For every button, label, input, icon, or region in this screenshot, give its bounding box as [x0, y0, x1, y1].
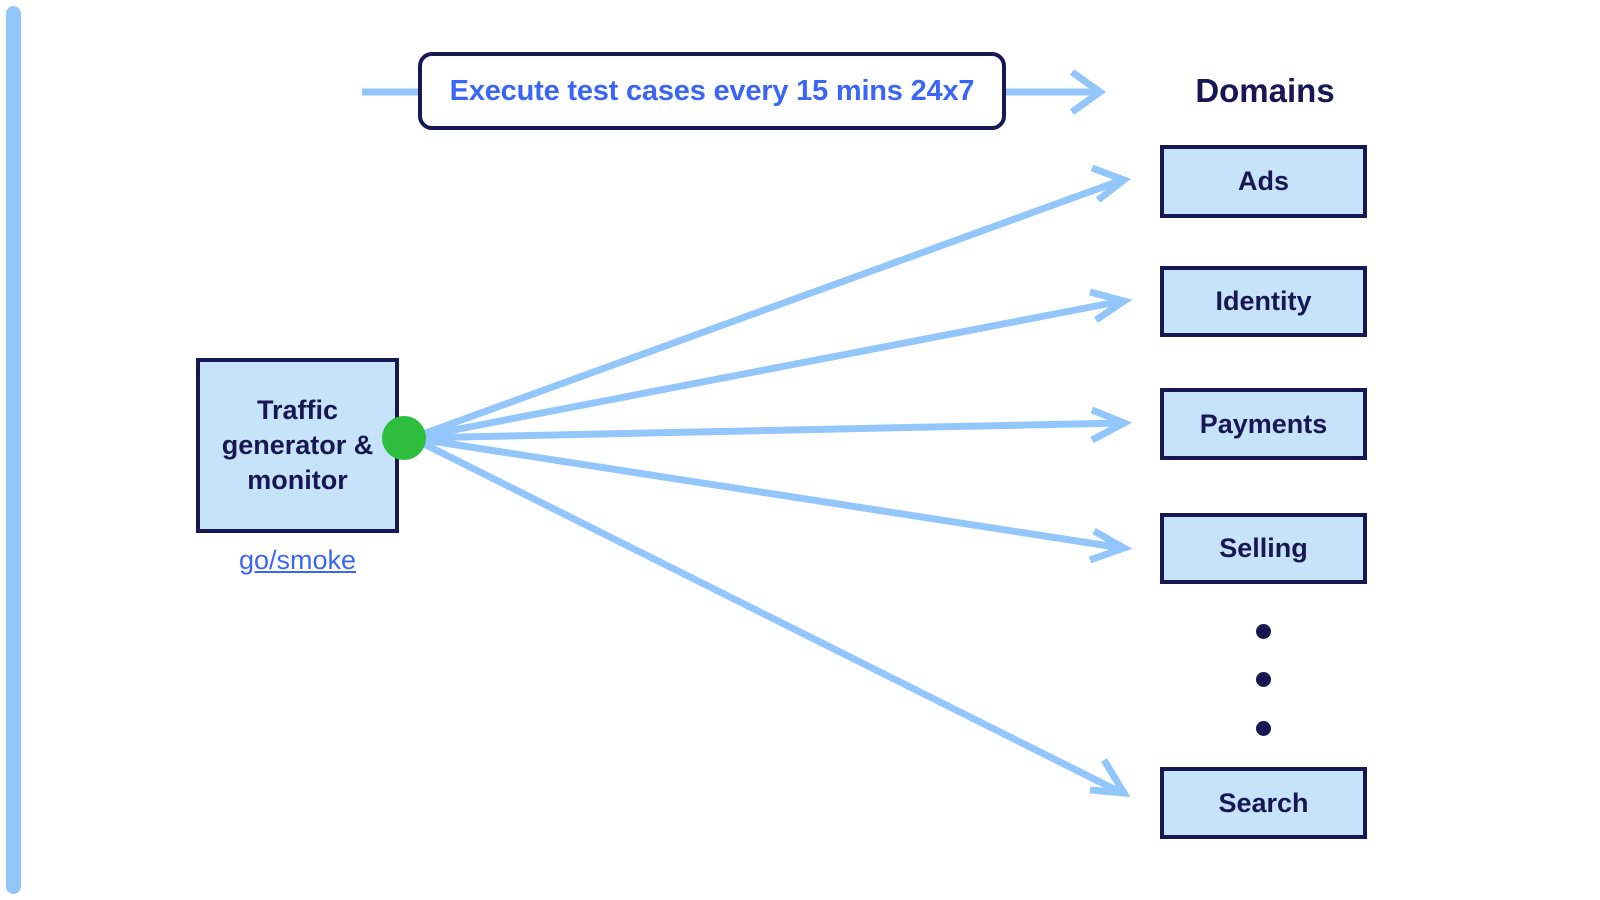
ellipsis-dot-2: [1256, 672, 1271, 687]
wire-to-identity: [411, 297, 1123, 442]
wire-to-selling: [411, 434, 1123, 552]
domain-box-search[interactable]: Search: [1160, 767, 1367, 839]
domain-box-payments[interactable]: Payments: [1160, 388, 1367, 460]
schedule-arrowhead: [1069, 69, 1107, 115]
arrowhead-ads: [1090, 164, 1132, 203]
domains-heading: Domains: [1195, 72, 1335, 109]
arrowhead-selling: [1088, 527, 1133, 564]
domain-box-identity[interactable]: Identity: [1160, 266, 1367, 337]
green-status-dot: [382, 416, 426, 460]
left-accent-rail: [6, 6, 21, 894]
arrowhead-identity: [1089, 288, 1133, 323]
domain-label-payments: Payments: [1199, 408, 1328, 439]
domain-label-selling: Selling: [1219, 533, 1308, 563]
source-node-traffic-generator[interactable]: Traffic generator & monitor: [196, 358, 399, 533]
source-node-label: Traffic generator & monitor: [221, 394, 374, 496]
wire-to-ads: [410, 176, 1124, 442]
domain-label-search: Search: [1218, 787, 1309, 818]
wire-to-search: [410, 434, 1124, 797]
ellipsis-dot-1: [1256, 624, 1271, 639]
go-smoke-link[interactable]: go/smoke: [238, 545, 357, 575]
wire-to-payments: [411, 419, 1123, 442]
domain-label-ads: Ads: [1237, 166, 1289, 196]
schedule-pill: Execute test cases every 15 mins 24x7: [418, 52, 1006, 130]
ellipsis-dot-3: [1256, 721, 1271, 736]
schedule-label: Execute test cases every 15 mins 24x7: [449, 74, 975, 107]
domain-box-selling[interactable]: Selling: [1160, 513, 1367, 584]
domain-label-identity: Identity: [1215, 286, 1312, 316]
arrowhead-payments: [1090, 406, 1133, 444]
domain-box-ads[interactable]: Ads: [1160, 145, 1367, 218]
arrowhead-search: [1089, 758, 1131, 798]
